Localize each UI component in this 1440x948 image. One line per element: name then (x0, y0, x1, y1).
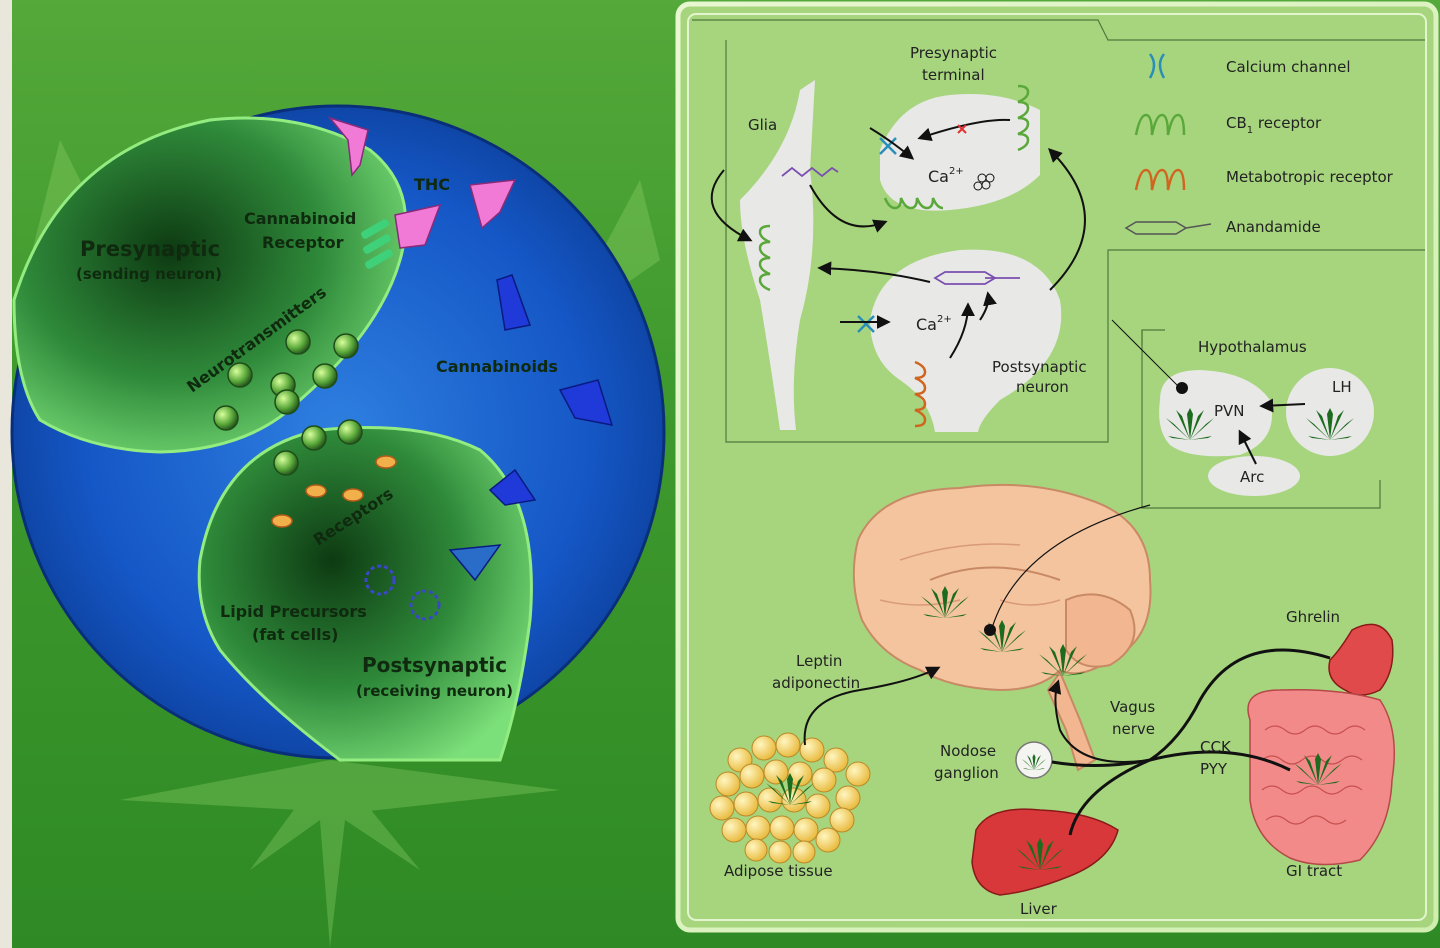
postsynaptic-neuron-label-1: Postsynaptic (992, 358, 1087, 376)
cannabinoid-receptor-label-1: Cannabinoid (244, 209, 356, 228)
postsynaptic-sub: (receiving neuron) (356, 682, 513, 700)
lipid-label-1: Lipid Precursors (220, 602, 367, 621)
cannabinoid-receptor-label-2: Receptor (262, 233, 344, 252)
presynaptic-sub: (sending neuron) (76, 265, 222, 283)
left-edge-strip (0, 0, 12, 948)
legend-anandamide-label: Anandamide (1226, 218, 1321, 236)
glia-label: Glia (748, 116, 777, 134)
ghrelin-label: Ghrelin (1286, 608, 1340, 626)
presynaptic-title: Presynaptic (80, 237, 220, 261)
arc-label: Arc (1240, 468, 1264, 486)
lipid-label-2: (fat cells) (252, 625, 338, 644)
hypothalamus-label: Hypothalamus (1198, 338, 1307, 356)
nodose-label-1: Nodose (940, 742, 996, 760)
gi-tract-label: GI tract (1286, 862, 1342, 880)
synapse-illustration (12, 106, 664, 760)
nodose-label-2: ganglion (934, 764, 999, 782)
vagus-label-2: nerve (1112, 720, 1155, 738)
right-panel: Presynaptic terminal Glia Ca2+ Ca2+ Post… (678, 4, 1436, 930)
pvn-dot (1176, 382, 1188, 394)
legend-calcium-label: Calcium channel (1226, 58, 1351, 76)
presynaptic-terminal-label-1: Presynaptic (910, 44, 997, 62)
adipose-label: Adipose tissue (724, 862, 833, 880)
leptin-label-1: Leptin (796, 652, 842, 670)
postsynaptic-neuron-label-2: neuron (1016, 378, 1069, 396)
presynaptic-terminal-label-2: terminal (922, 66, 985, 84)
vagus-label-1: Vagus (1110, 698, 1155, 716)
liver-label: Liver (1020, 900, 1058, 918)
cck-label: CCK (1200, 738, 1232, 756)
cannabinoids-label: Cannabinoids (436, 357, 558, 376)
lh-label: LH (1332, 378, 1352, 396)
thc-label: THC (414, 175, 450, 194)
postsynaptic-title: Postsynaptic (362, 653, 507, 677)
pvn-label: PVN (1214, 402, 1245, 420)
pyy-label: PYY (1200, 760, 1228, 778)
leptin-label-2: adiponectin (772, 674, 860, 692)
brain-dot (984, 624, 996, 636)
legend-metabotropic-label: Metabotropic receptor (1226, 168, 1394, 186)
